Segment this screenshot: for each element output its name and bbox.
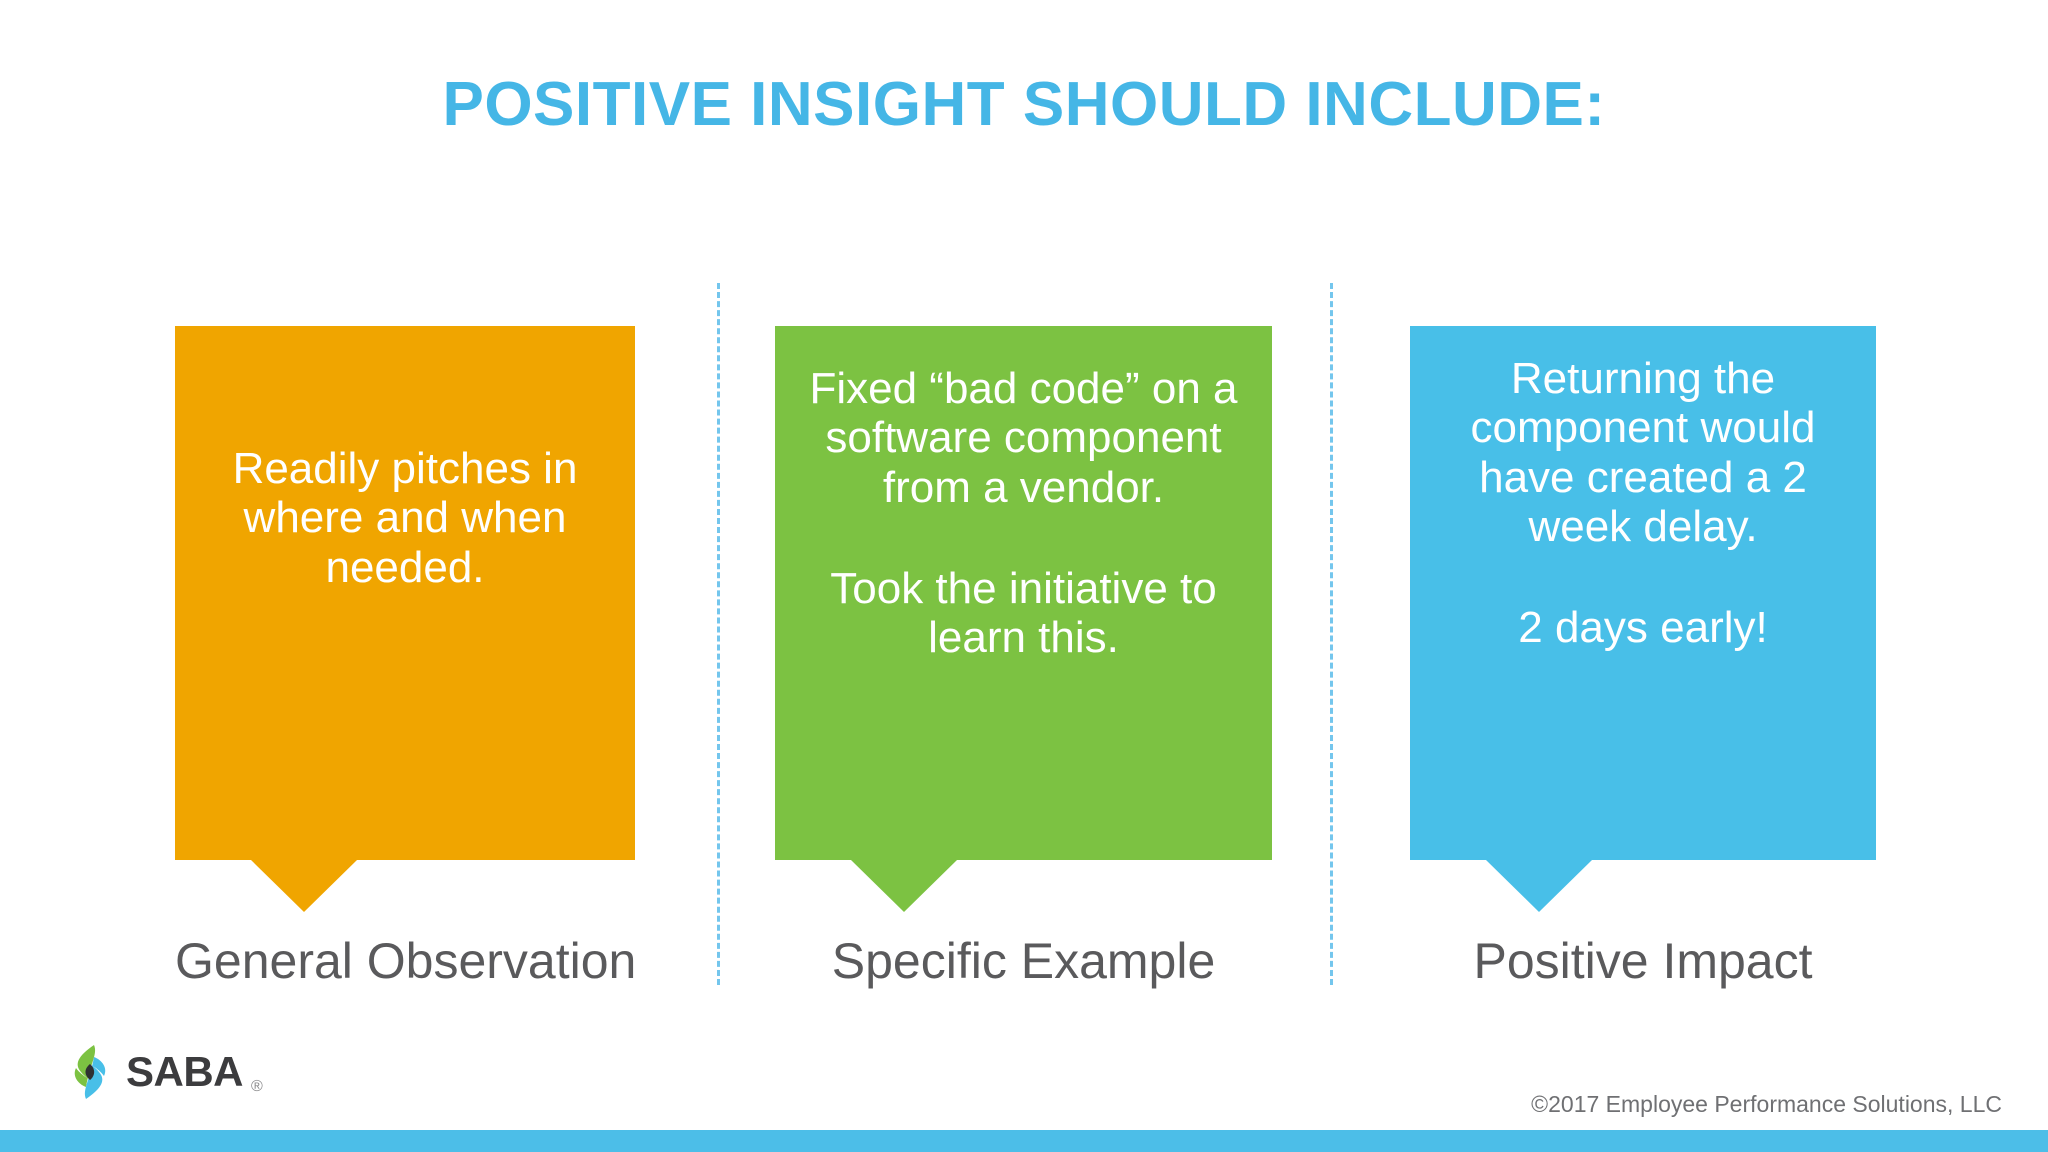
- card-paragraph: Fixed “bad code” on a software component…: [809, 364, 1238, 512]
- caption-general-observation: General Observation: [175, 933, 637, 989]
- registered-trademark-icon: ®: [251, 1078, 263, 1095]
- page-title: POSITIVE INSIGHT SHOULD INCLUDE:: [442, 70, 1606, 139]
- saba-wordmark: SABA: [126, 1048, 244, 1095]
- card-tail-icon: [851, 860, 957, 912]
- card-positive-impact: Returning the component would have creat…: [1410, 326, 1876, 912]
- column-positive-impact: Returning the component would have creat…: [1410, 326, 1876, 912]
- caption-specific-example: Specific Example: [831, 933, 1216, 989]
- column-specific-example: Fixed “bad code” on a software component…: [775, 326, 1272, 912]
- card-paragraph: Took the initiative to learn this.: [830, 563, 1217, 663]
- bottom-accent-bar: [0, 1130, 2048, 1152]
- saba-logo: SABA ®: [68, 1044, 263, 1100]
- card-specific-example: Fixed “bad code” on a software component…: [775, 326, 1272, 912]
- card-tail-icon: [251, 860, 357, 912]
- saba-flame-icon: [74, 1045, 106, 1099]
- card-paragraph: Returning the component would have creat…: [1470, 354, 1816, 551]
- column-general-observation: Readily pitches in where and when needed…: [175, 326, 635, 912]
- column-divider-1: [717, 283, 720, 985]
- card-general-observation: Readily pitches in where and when needed…: [175, 326, 635, 912]
- copyright-notice: ©2017 Employee Performance Solutions, LL…: [1531, 1091, 2002, 1117]
- column-divider-2: [1330, 283, 1333, 985]
- card-paragraph: Readily pitches in where and when needed…: [232, 444, 578, 592]
- card-paragraph: 2 days early!: [1518, 603, 1768, 653]
- caption-positive-impact: Positive Impact: [1473, 933, 1813, 989]
- card-tail-icon: [1486, 860, 1592, 912]
